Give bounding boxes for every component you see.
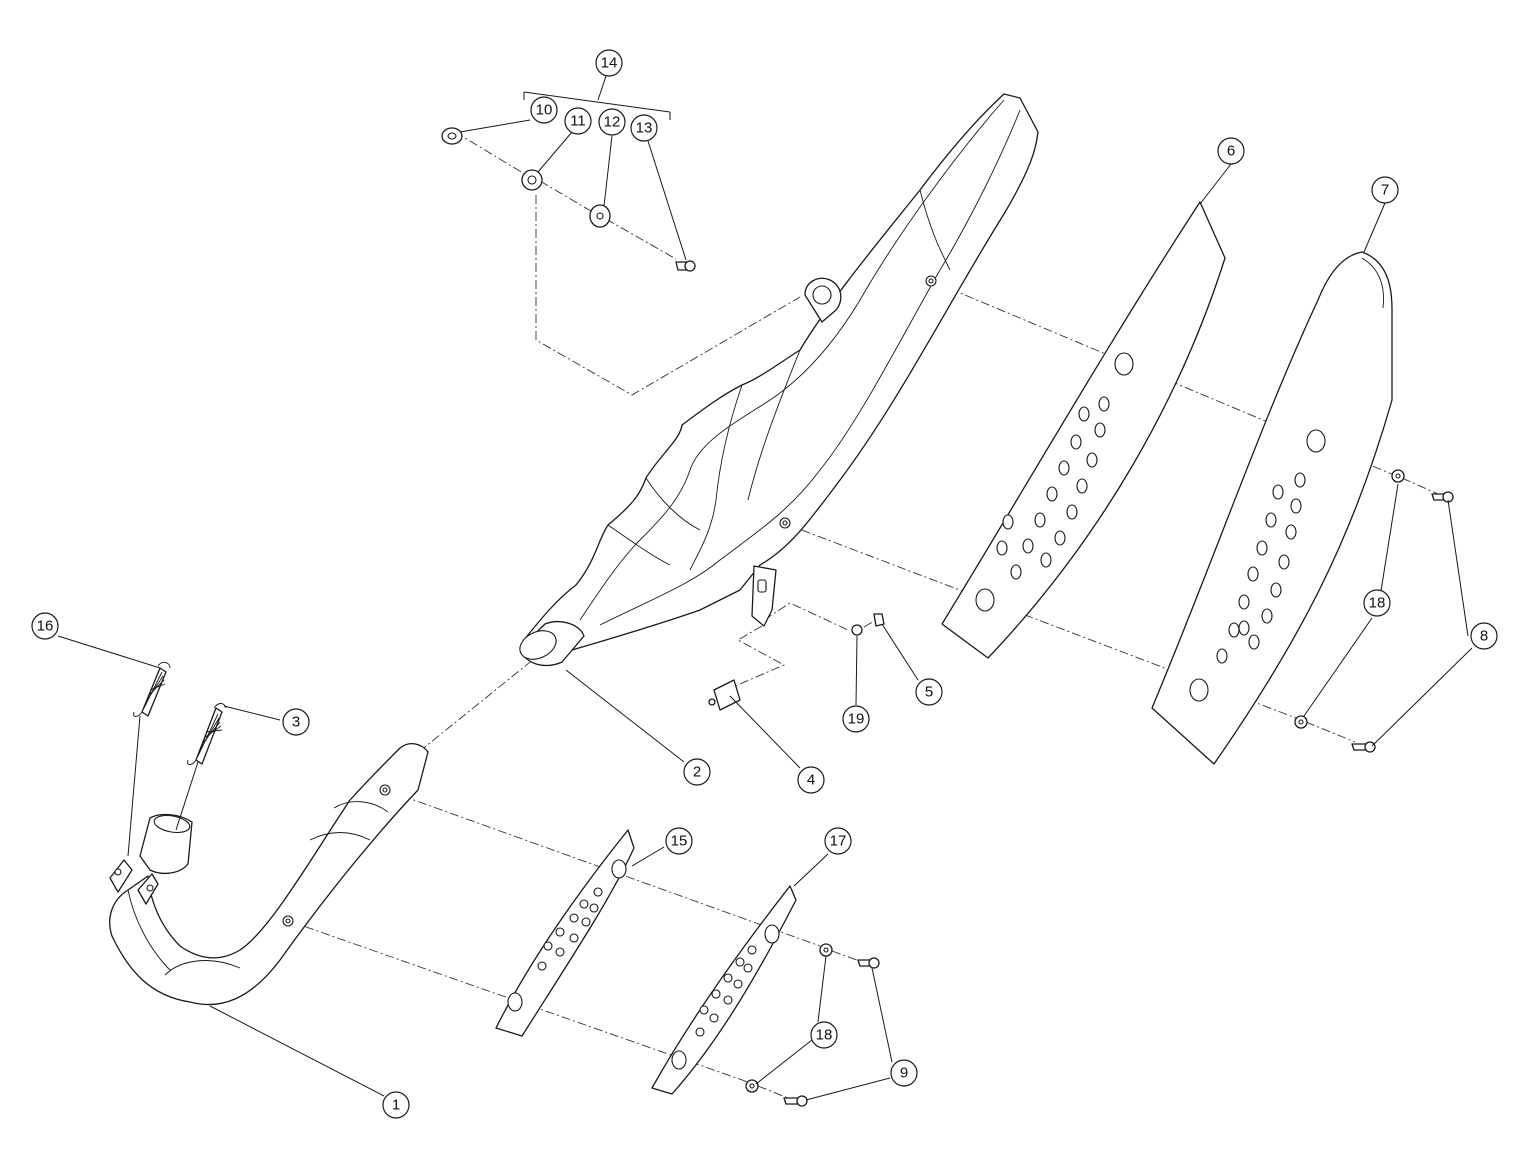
svg-text:15: 15 xyxy=(671,833,688,850)
callout-13: 13 xyxy=(630,114,658,142)
front-shield-vent-holes xyxy=(537,887,603,971)
callout-18-front: 18 xyxy=(810,1021,838,1049)
callout-15: 15 xyxy=(665,827,693,855)
svg-text:19: 19 xyxy=(848,711,865,728)
callout-18-rear: 18 xyxy=(1363,589,1391,617)
svg-text:3: 3 xyxy=(292,714,300,731)
leader-lines xyxy=(57,75,1473,1101)
svg-text:13: 13 xyxy=(636,120,653,137)
callouts: 1 2 3 4 5 6 7 8 9 10 11 12 13 14 15 16 1… xyxy=(31,49,1498,1119)
svg-text:11: 11 xyxy=(570,113,586,130)
callout-9: 9 xyxy=(890,1059,918,1087)
muffler xyxy=(519,93,1039,667)
svg-text:1: 1 xyxy=(392,1097,400,1114)
inner-heat-shield xyxy=(941,201,1226,659)
svg-text:2: 2 xyxy=(693,764,701,781)
outer-heat-shield xyxy=(1151,251,1393,765)
hardware xyxy=(441,127,1454,1107)
svg-text:7: 7 xyxy=(1381,182,1389,199)
svg-text:10: 10 xyxy=(536,102,553,119)
callout-16: 16 xyxy=(31,612,59,640)
callout-1: 1 xyxy=(382,1091,410,1119)
callout-12: 12 xyxy=(598,108,626,136)
svg-text:12: 12 xyxy=(604,114,621,131)
callout-2: 2 xyxy=(683,758,711,786)
svg-text:18: 18 xyxy=(1369,595,1386,612)
callout-17: 17 xyxy=(824,827,852,855)
svg-text:17: 17 xyxy=(830,833,847,850)
svg-text:6: 6 xyxy=(1227,143,1235,160)
inner-shield-vent-holes xyxy=(996,396,1110,580)
callout-6: 6 xyxy=(1217,137,1245,165)
svg-text:9: 9 xyxy=(900,1065,908,1082)
spring-16 xyxy=(133,661,171,717)
callout-8: 8 xyxy=(1470,622,1498,650)
callout-7: 7 xyxy=(1371,176,1399,204)
callout-3: 3 xyxy=(282,708,310,736)
svg-text:14: 14 xyxy=(601,55,618,72)
svg-text:18: 18 xyxy=(816,1027,833,1044)
svg-text:5: 5 xyxy=(925,684,933,701)
callout-19: 19 xyxy=(842,705,870,733)
outer-shield-vent-holes xyxy=(1216,472,1306,664)
svg-text:4: 4 xyxy=(807,772,815,789)
callout-10: 10 xyxy=(530,96,558,124)
svg-text:8: 8 xyxy=(1480,628,1488,645)
callout-11: 11 xyxy=(564,107,592,135)
rear-shield-vent-holes xyxy=(695,945,757,1037)
callout-4: 4 xyxy=(797,766,825,794)
spring-3 xyxy=(187,703,227,765)
small-header-shield-rear xyxy=(651,885,797,1095)
small-header-shield-front xyxy=(495,829,635,1037)
callout-5: 5 xyxy=(915,678,943,706)
header-pipe xyxy=(109,742,429,1006)
svg-text:16: 16 xyxy=(37,618,54,635)
callout-14: 14 xyxy=(595,49,623,77)
